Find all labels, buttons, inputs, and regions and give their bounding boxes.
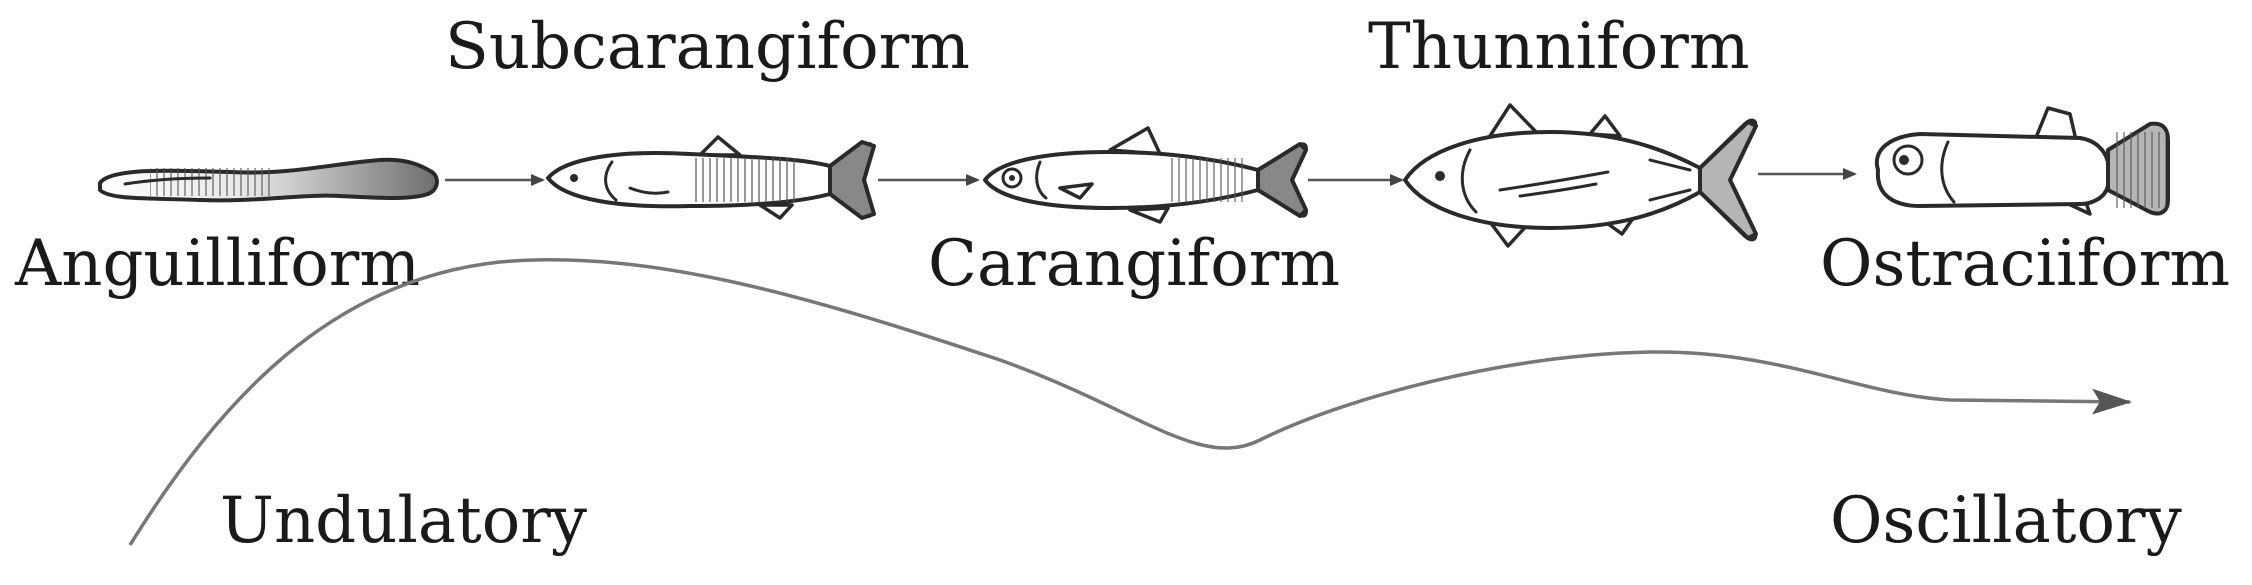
label-thunniform: Thunniform — [1368, 10, 1750, 84]
label-anguilliform: Anguilliform — [14, 227, 420, 301]
label-carangiform: Carangiform — [928, 227, 1340, 301]
thunniform-fish-icon — [1403, 103, 1758, 248]
label-undulatory: Undulatory — [220, 484, 587, 558]
label-ostraciiform: Ostraciiform — [1820, 227, 2230, 301]
ostraciiform-fish-icon — [1874, 106, 2170, 216]
label-oscillatory: Oscillatory — [1830, 484, 2182, 558]
label-subcarangiform: Subcarangiform — [445, 10, 970, 84]
subcarangiform-fish-icon — [546, 135, 876, 220]
undulatory-oscillatory-spectrum-arrow — [128, 258, 2132, 546]
carangiform-fish-icon — [983, 126, 1308, 224]
anguilliform-fish-icon — [98, 157, 439, 203]
